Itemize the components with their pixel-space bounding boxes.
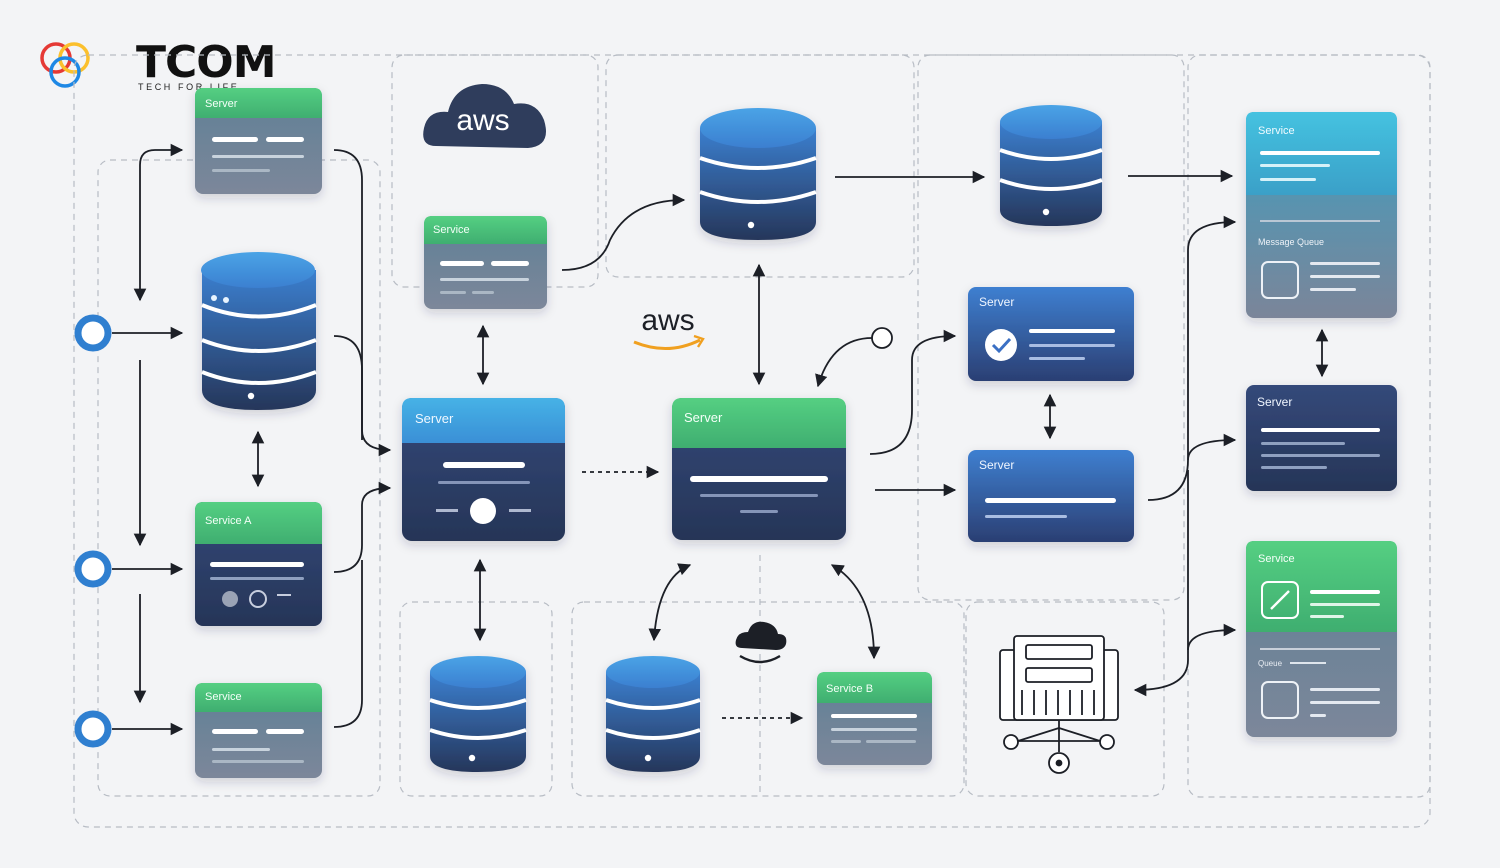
db-bottom-mid-boundary [571,601,965,797]
service-card-bottom-right[interactable]: Service Queue [1246,541,1397,737]
arrow-service-db-top [561,193,686,271]
arrow-server-db-bottom-mid [648,563,692,642]
arrow-trunk-network [1133,659,1189,697]
card-title: Server [415,411,454,426]
card-title: Server [979,458,1014,472]
service-b-card[interactable]: Service B [817,672,932,765]
connectors [112,143,1329,736]
network-boundary [965,601,1165,797]
cloud-icon [735,621,787,664]
empty-square-icon [1261,681,1299,719]
aws-cloud-label: aws [456,104,509,137]
server-card-center-left[interactable]: Server [402,398,565,541]
network-hub-icon [999,635,1119,774]
service-card-bottom-left[interactable]: Service [195,683,322,778]
service-a-card[interactable]: Service A [195,502,322,626]
card-title: Server [1257,395,1292,409]
entry-ring-icon[interactable] [74,314,112,352]
empty-square-icon [1261,261,1299,299]
arrow-rightmid-server-right [1187,433,1237,461]
logo-wordmark: TCOM [136,37,276,88]
database-top-right [999,105,1103,226]
line-bottom-service [333,560,363,728]
arrow-top-to-center [333,149,392,457]
arrow-server-check [869,329,957,455]
arrow-servicea-to-center [333,481,392,573]
db-bottom-left-boundary [399,601,553,797]
queue-label: Queue [1258,659,1283,668]
card-title: Service [1258,125,1295,137]
database-bottom-left [429,656,527,772]
database-bottom-mid [605,656,701,772]
entry-ring-icon[interactable] [74,550,112,588]
server-card-check[interactable]: Server [968,287,1134,381]
aws-logo-text: aws [641,304,694,337]
edit-square-icon [1261,581,1299,619]
database-top-center [699,108,817,240]
aws-logo: aws [633,304,705,351]
card-title: Server [684,410,723,425]
arrow-rightmid-queue [1147,215,1237,501]
server-right-boundary [917,54,1185,601]
card-title: Service A [205,515,252,527]
server-card-top-left[interactable]: Server [195,88,322,194]
line-db-to-center [333,335,363,440]
database-left [201,252,317,410]
queue-boundary [1187,54,1431,798]
card-title: Server [979,295,1014,309]
server-card-right[interactable]: Server [1246,385,1397,491]
message-queue-card[interactable]: Service Message Queue [1246,112,1397,318]
small-ring-icon [871,327,893,349]
aws-cloud-icon: aws [423,84,546,148]
card-title: Service B [826,683,873,695]
arrow-left-top [133,143,184,302]
check-circle-icon [985,329,1017,361]
aws-arrow-icon [693,334,705,348]
card-title: Service [205,691,242,703]
left-boundary [97,159,381,797]
tcom-logo: TCOM TECH FOR LIFE [38,36,276,96]
server-card-right-mid[interactable]: Server [968,450,1134,542]
service-card-aws[interactable]: Service [424,216,547,309]
arrow-trunk-service [1187,623,1237,651]
card-title: Server [205,98,238,110]
message-queue-label: Message Queue [1258,237,1324,247]
aws-smile-icon [633,338,701,351]
card-title: Service [433,224,470,236]
logo-tagline: TECH FOR LIFE [138,82,240,92]
arrow-server-serviceb [830,564,881,660]
server-card-center[interactable]: Server [672,398,846,540]
entry-ring-icon[interactable] [74,710,112,748]
arrow-ring-server [815,337,873,388]
entry-points [74,314,893,748]
card-title: Service [1258,553,1295,565]
